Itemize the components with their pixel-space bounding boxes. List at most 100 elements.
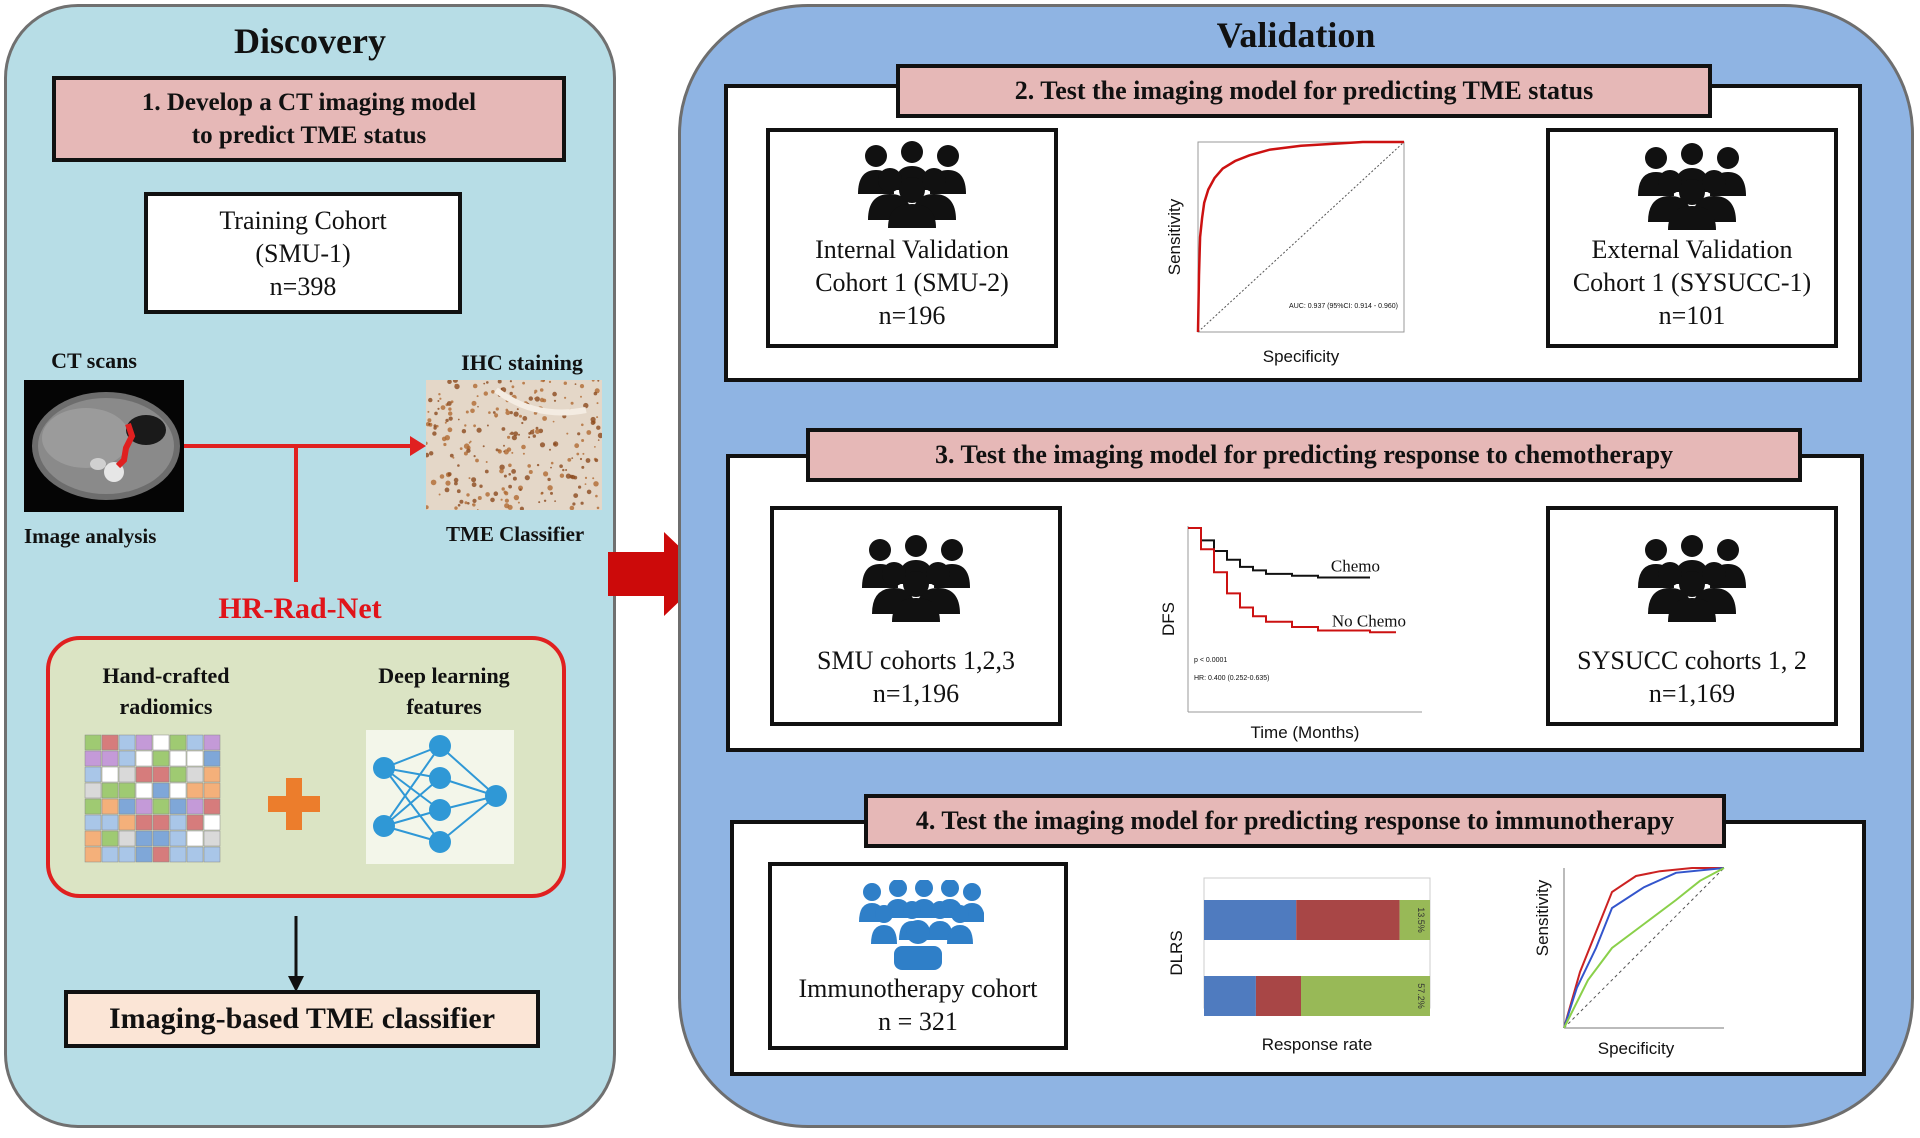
ihc-staining-label: IHC staining xyxy=(461,350,583,375)
stain-dot xyxy=(539,397,545,403)
km-curve-0 xyxy=(1188,527,1370,579)
image-analysis-label: Image analysis xyxy=(24,524,157,548)
stain-dot xyxy=(457,503,461,507)
grid-cell xyxy=(84,734,102,751)
stain-dot xyxy=(538,501,541,504)
x-axis-label: Time (Months) xyxy=(1251,723,1360,742)
person-head xyxy=(915,880,933,897)
stain-dot xyxy=(452,456,455,459)
stain-dot xyxy=(464,501,468,505)
stain-dot xyxy=(463,443,470,449)
grid-cell xyxy=(203,750,221,767)
grid-cell xyxy=(101,798,119,815)
stain-dot xyxy=(459,499,464,504)
stain-dot xyxy=(470,408,475,414)
stain-dot xyxy=(536,463,540,467)
stain-dot xyxy=(553,399,557,402)
person-body xyxy=(871,925,897,944)
series-label: Chemo xyxy=(1331,557,1380,576)
connector-arrow xyxy=(184,436,426,582)
stain-dot xyxy=(578,485,582,489)
stain-dot xyxy=(466,448,471,453)
stain-dot xyxy=(548,380,552,383)
grid-cell xyxy=(169,814,187,831)
stain-dot xyxy=(542,416,547,421)
stain-dot xyxy=(477,496,482,500)
stain-dot xyxy=(535,426,539,430)
person-head xyxy=(903,901,921,919)
hr-annotation: HR: 0.400 (0.252-0.635) xyxy=(1194,675,1270,682)
grid-cell xyxy=(186,814,204,831)
people-group-blue-icon xyxy=(859,880,984,970)
grid-cell xyxy=(152,750,170,767)
step1-box: 1. Develop a CT imaging model to predict… xyxy=(52,76,566,162)
radiomics-grid-icon xyxy=(84,734,221,863)
grid-cell xyxy=(186,766,204,783)
stain-dot xyxy=(476,395,479,398)
stain-dot xyxy=(527,464,531,468)
stain-dot xyxy=(449,453,454,458)
grid-cell xyxy=(186,798,204,815)
person-head xyxy=(931,901,949,919)
stain-dot xyxy=(569,505,575,510)
stain-dot xyxy=(447,472,452,477)
stain-dot xyxy=(445,418,449,423)
grid-cell xyxy=(135,766,153,783)
stain-dot xyxy=(503,474,507,478)
stain-dot xyxy=(576,452,580,456)
stain-dot xyxy=(549,448,551,451)
diagonal-reference xyxy=(1197,141,1405,333)
stain-dot xyxy=(552,441,559,447)
stain-dot xyxy=(448,411,453,416)
stain-dot xyxy=(596,425,601,430)
stain-dot xyxy=(519,414,522,418)
validation-title: Validation xyxy=(1216,15,1376,55)
stain-dot xyxy=(497,380,502,384)
stain-dot xyxy=(528,470,533,474)
grid-cell xyxy=(152,814,170,831)
stain-dot xyxy=(522,452,525,455)
stain-dot xyxy=(509,391,513,396)
grid-cell xyxy=(118,814,136,831)
stain-dot xyxy=(432,431,437,436)
stain-dot xyxy=(494,413,499,418)
stain-dot xyxy=(550,466,552,469)
stain-dot xyxy=(426,441,428,445)
stain-dot xyxy=(581,465,585,469)
stain-dot xyxy=(532,429,535,431)
stain-dot xyxy=(521,421,524,425)
stain-dot xyxy=(484,469,489,474)
person-head xyxy=(889,880,907,897)
stain-dot xyxy=(456,489,461,494)
grid-cell xyxy=(203,782,221,799)
stain-dot xyxy=(459,447,463,450)
stain-dot xyxy=(594,458,599,463)
grid-cell xyxy=(118,846,136,863)
grid-cell xyxy=(203,734,221,751)
grid-cell xyxy=(152,734,170,751)
stain-dot xyxy=(445,480,451,486)
stain-dot xyxy=(586,489,592,495)
stain-dot xyxy=(486,424,489,427)
stain-dot xyxy=(483,391,488,396)
stain-dot xyxy=(543,471,549,477)
grid-cell xyxy=(203,814,221,831)
stain-dot xyxy=(550,491,553,495)
stain-dot xyxy=(539,442,546,448)
stain-dot xyxy=(579,457,583,461)
grid-cell xyxy=(169,734,187,751)
grid-cell xyxy=(101,846,119,863)
grid-cell xyxy=(152,798,170,815)
stain-dot xyxy=(572,502,576,506)
stain-dot xyxy=(468,441,471,444)
stain-dot xyxy=(433,424,437,428)
grid-cell xyxy=(135,750,153,767)
stain-dot xyxy=(534,397,536,400)
stain-dot xyxy=(566,432,569,435)
stain-dot xyxy=(565,469,568,471)
grid-cell xyxy=(203,830,221,847)
stain-dot xyxy=(552,391,557,397)
